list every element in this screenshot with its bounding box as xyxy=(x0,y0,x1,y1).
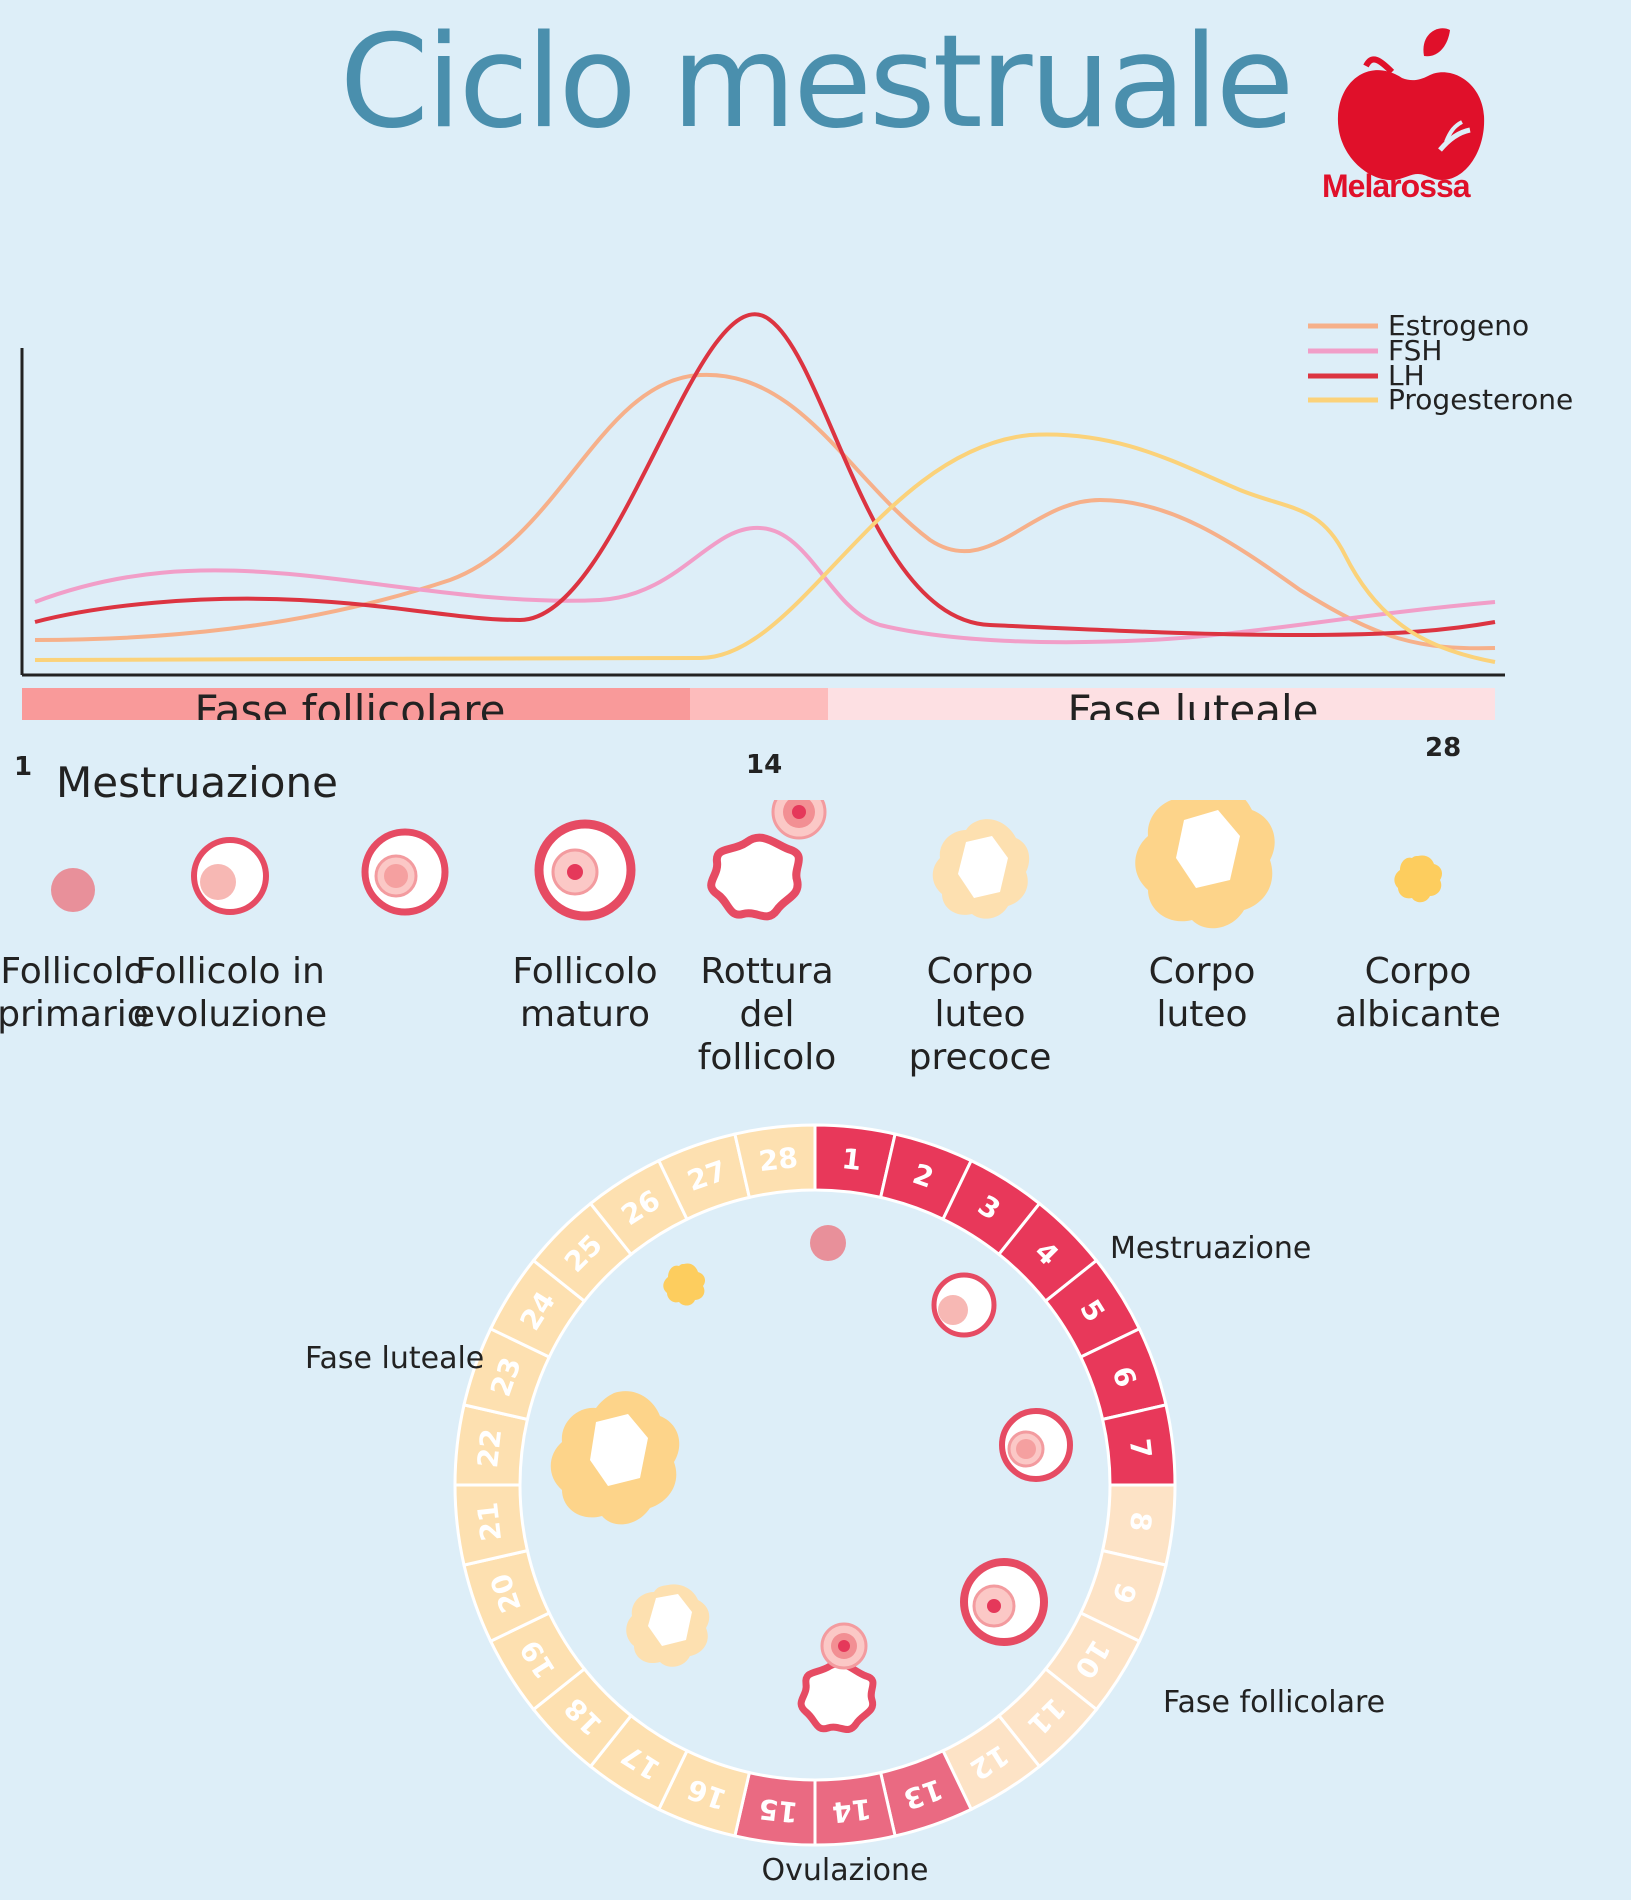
stage-mature-follicle-2: Follicolo maturo xyxy=(485,800,685,1035)
wheel-segment-day-28 xyxy=(733,1123,817,1200)
corpus-albicans-icon xyxy=(1394,855,1442,903)
follicle-stages: Follicolo primario Follicolo in evoluzio… xyxy=(0,783,1631,1100)
hormone-chart: Estrogeno FSH LH Progesterone Fase folli… xyxy=(20,309,1573,720)
stage-developing-follicle: Follicolo in evoluzione xyxy=(130,800,330,1035)
series-line-lh xyxy=(34,312,1496,638)
wheel-mature-follicle-icon xyxy=(960,1558,1048,1646)
stage-label: Follicolo in evoluzione xyxy=(132,951,328,1035)
stage-label: Rottura del follicolo xyxy=(697,951,837,1078)
wheel-primary-follicle-icon xyxy=(810,1225,846,1261)
developing-follicle-icon xyxy=(191,837,269,915)
wheel-day-number: 21 xyxy=(471,1500,508,1542)
phase-bar-follicular xyxy=(22,688,690,720)
brand-name: Melarossa xyxy=(1322,168,1471,204)
wheel-label-menstruation: Mestruazione xyxy=(1110,1231,1311,1266)
stage-label: Follicolo primario xyxy=(0,951,149,1035)
legend-label-progesterone: Progesterone xyxy=(1388,383,1573,416)
series-line-fsh xyxy=(34,525,1496,645)
ruptured-follicle-icon xyxy=(707,784,827,921)
stage-ruptured-follicle: Rottura del follicolo xyxy=(667,784,867,1078)
series-line-estrogeno xyxy=(34,372,1496,651)
mature-follicle-icon xyxy=(534,819,636,921)
wheel-developing-follicle-2-icon xyxy=(999,1408,1073,1482)
developing-follicle-2-icon xyxy=(361,828,449,916)
stage-label: Corpo albicante xyxy=(1335,951,1501,1035)
stage-corpus-luteum: Corpo luteo xyxy=(1102,783,1302,1035)
phase-label-luteal: Fase luteale xyxy=(1068,686,1319,720)
stage-label: Corpo luteo precoce xyxy=(908,951,1052,1078)
stage-primary-follicle: Follicolo primario xyxy=(0,800,173,1035)
stage-corpus-albicans: Corpo albicante xyxy=(1318,800,1518,1035)
series-line-progesterone xyxy=(34,432,1496,664)
stage-mature-follicle xyxy=(305,800,505,944)
wheel-day-number: 15 xyxy=(757,1792,799,1829)
menstruation-label: Mestruazione xyxy=(56,758,338,807)
wheel-day-number: 28 xyxy=(757,1141,799,1178)
wheel-day-number: 7 xyxy=(1123,1437,1158,1460)
wheel-day-number: 14 xyxy=(830,1792,872,1829)
phase-label-follicular: Fase follicolare xyxy=(195,686,506,720)
wheel-day-number: 8 xyxy=(1123,1510,1158,1533)
legend-label-fsh: FSH xyxy=(1388,334,1442,367)
primary-follicle-icon xyxy=(51,868,95,912)
wheel-day-number: 1 xyxy=(840,1142,863,1177)
wheel-corpus-albicans-icon xyxy=(663,1263,706,1306)
page-title: Ciclo mestruale xyxy=(339,8,1295,157)
day-tick-14: 14 xyxy=(746,750,783,780)
phase-bar-ovulation xyxy=(690,688,828,720)
corpus-luteum-icon xyxy=(1135,783,1275,929)
stage-early-corpus-luteum: Corpo luteo precoce xyxy=(880,800,1080,1078)
wheel-day-number: 22 xyxy=(471,1427,508,1469)
apple-logo-icon xyxy=(1337,28,1485,181)
wheel-corpus-luteum-icon xyxy=(550,1391,680,1525)
legend-label-lh: LH xyxy=(1388,359,1425,392)
wheel-early-corpus-luteum-icon xyxy=(626,1584,710,1667)
phase-bar-luteal xyxy=(828,688,1495,720)
wheel-segments xyxy=(453,1123,1177,1847)
wheel-label-ovulation: Ovulazione xyxy=(761,1853,928,1888)
stage-label: Corpo luteo xyxy=(1148,951,1256,1035)
wheel-label-follicular: Fase follicolare xyxy=(1163,1685,1385,1720)
legend-label-estrogeno: Estrogeno xyxy=(1388,309,1529,342)
wheel-label-luteal: Fase luteale xyxy=(305,1341,484,1376)
wheel-developing-follicle-icon xyxy=(931,1272,997,1338)
wheel-ruptured-follicle-icon xyxy=(797,1622,877,1733)
stage-label: Follicolo maturo xyxy=(512,951,658,1035)
day-tick-28: 28 xyxy=(1425,733,1462,763)
early-corpus-luteum-icon xyxy=(932,819,1030,919)
day-tick-1: 1 xyxy=(14,752,33,782)
